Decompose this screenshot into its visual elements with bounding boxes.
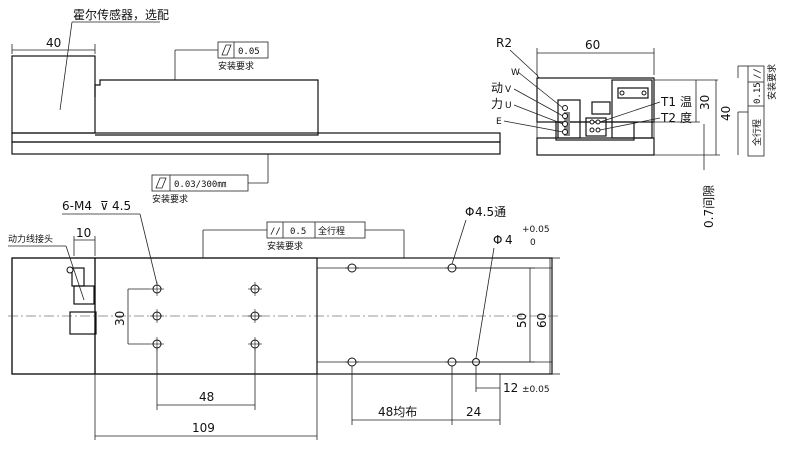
end-base [536,137,655,156]
phase-u: U [505,101,512,111]
para-symbol-top: // [270,227,281,237]
top-view: 6-M4 ⊽ 4.5 动力线接头 10 // 0.5 全行程 安装要求 30 [8,199,560,440]
install-req-3: 安装要求 [766,64,778,100]
temp-label-2: 度 [680,110,692,125]
end-carriage [536,77,655,123]
dim-end-30: 30 [698,95,712,110]
tol-para-05: 0.5 [290,227,306,237]
dim-10: 10 [76,226,91,240]
dim-48: 48 [199,390,214,404]
dim-60: 60 [535,313,549,328]
dim-6m4: 6-M4 [62,199,92,213]
dim-109: 109 [192,421,215,435]
full-travel-top: 全行程 [318,225,345,237]
phase-w: W [511,68,520,78]
dim-30: 30 [113,311,127,326]
motor-label-2: 力 [491,97,503,111]
flatness-icon-2 [155,177,167,189]
tol-para-015: 0.15 [753,82,763,104]
diameter-icon-2: Φ [493,233,502,247]
dim-gap-07: 0.7间隙 [702,185,716,228]
install-req-2: 安装要求 [152,193,188,205]
phase-t2: T2 [660,111,676,125]
dim-50: 50 [515,313,529,328]
motor-block [11,55,96,134]
flatness-icon [221,44,232,56]
dim-tol-zero: 0 [530,238,536,248]
dim-tol-plus: +0.05 [522,225,550,235]
motor-label-1: 动 [491,81,503,95]
end-view: 60 R2 W 动 V 力 U E T1 温 T2 度 30 40 0.7间隙 [491,36,778,228]
side-view: 40 霍尔传感器，选配 0.05 安装要求 0.03/300㎜ 安装要求 [11,7,501,205]
dim-12-tol: ±0.05 [522,385,550,395]
base-holes [345,263,480,367]
dim-top-40: 40 [46,36,61,50]
dim-r2: R2 [496,36,512,50]
hall-sensor-label: 霍尔传感器，选配 [73,7,169,22]
temp-label-1: 温 [680,95,692,109]
phase-v: V [505,85,512,95]
dim-hole-45: 4.5通 [475,205,506,219]
install-req-4: 安装要求 [267,240,303,252]
carriage-body [94,79,319,136]
para-symbol-end: // [753,68,763,79]
dim-12: 12 [503,381,518,395]
tol-flat-005: 0.05 [238,47,260,57]
tol-flat-003: 0.03/300㎜ [174,180,226,190]
phase-e: E [496,117,502,127]
dim-48-even: 48均布 [378,405,417,419]
depth-icon: ⊽ [100,199,109,213]
diameter-icon-1: Φ [465,205,474,219]
dim-6m4-depth: 4.5 [112,199,131,213]
dim-hole-4: 4 [505,233,513,247]
base-rail [11,132,501,143]
full-travel-end: 全行程 [751,119,763,146]
install-req-1: 安装要求 [218,60,254,72]
dim-24: 24 [466,405,481,419]
dim-end-60: 60 [585,38,600,52]
phase-t1: T1 [660,95,676,109]
power-connector-label: 动力线接头 [8,233,53,245]
m4-holes [150,282,262,351]
base-plate [11,141,501,155]
dim-end-40: 40 [719,106,733,121]
